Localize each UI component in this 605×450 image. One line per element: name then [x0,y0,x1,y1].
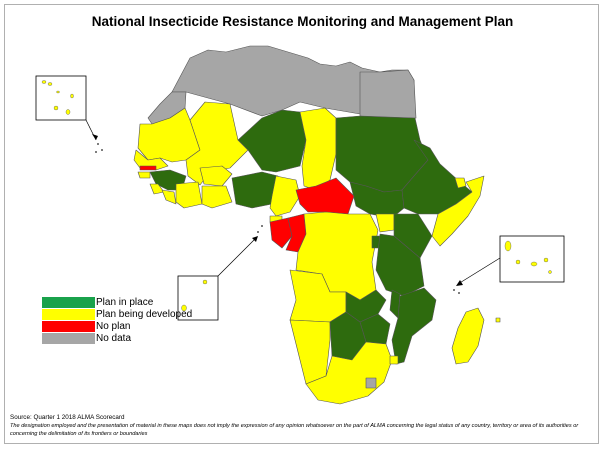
country-swaziland [389,355,399,365]
legend-swatch-red [42,320,95,332]
country-ghana-togo-benin [201,185,233,209]
country-cameroon [269,175,301,217]
country-chad [299,107,337,191]
country-uganda [375,213,395,233]
country-morocco-algeria-libya [171,45,416,121]
legend-label: Plan being developed [96,308,193,320]
cape-verde-inset [35,75,103,153]
country-liberia [161,189,177,205]
sao-tome-inset [177,225,263,321]
legend-label: No plan [96,320,131,332]
country-gambia [139,165,157,171]
country-tanzania [375,233,425,297]
country-south-africa [305,341,393,405]
country-mauritius [495,317,501,323]
legend-label: No data [96,332,132,344]
map-title: National Insecticide Resistance Monitori… [91,14,514,29]
legend-swatch-green [42,296,95,308]
map-legend: Plan in place Plan being developed No pl… [42,296,192,344]
country-somalia [431,175,485,247]
legend-label: Plan in place [96,296,154,308]
country-gabon [269,217,293,249]
legend-item-no-plan: No plan [42,320,192,332]
country-djibouti [454,177,467,189]
disclaimer-text: The designation employed and the present… [10,423,579,437]
country-namibia [289,319,331,385]
country-niger [237,109,307,173]
legend-swatch-yellow [42,308,95,320]
country-egypt [359,69,417,121]
country-burkina-faso [199,165,233,187]
country-senegal [133,149,169,171]
country-lesotho [365,377,377,389]
comoros-inset [453,235,565,294]
source-note: Source: Quarter 1 2018 ALMA Scorecard [10,414,125,421]
country-mozambique [391,287,437,365]
legend-item-no-data: No data [42,332,192,344]
country-madagascar [451,307,485,365]
legend-swatch-grey [42,332,95,344]
country-guinea-bissau [137,171,151,179]
legend-item-plan-being-developed: Plan being developed [42,308,192,320]
legend-item-plan-in-place: Plan in place [42,296,192,308]
country-cote-divoire [175,181,203,209]
